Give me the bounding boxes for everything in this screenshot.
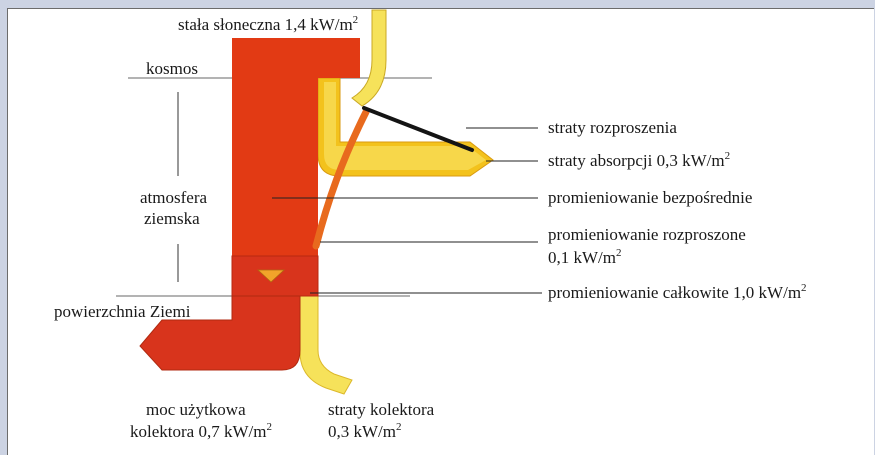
- label-useful-power-line2: kolektora 0,7 kW/m2: [130, 421, 272, 441]
- label-absorption-losses: straty absorpcji 0,3 kW/m2: [548, 150, 730, 170]
- label-solar-constant: stała słoneczna 1,4 kW/m2: [178, 14, 358, 34]
- collector-losses-flow: [300, 290, 352, 394]
- label-earth-surface: powierzchnia Ziemi: [54, 302, 191, 321]
- label-direct-radiation: promieniowanie bezpośrednie: [548, 188, 752, 207]
- label-space: kosmos: [146, 59, 198, 78]
- label-total-radiation: promieniowanie całkowite 1,0 kW/m2: [548, 282, 807, 302]
- label-atmosphere-line1: atmosfera: [140, 188, 207, 207]
- label-collector-losses-line2: 0,3 kW/m2: [328, 421, 402, 441]
- label-collector-losses-line1: straty kolektora: [328, 400, 435, 419]
- label-useful-power-line1: moc użytkowa: [146, 400, 246, 419]
- label-diffuse-radiation-line2: 0,1 kW/m2: [548, 247, 622, 267]
- label-scatter-losses: straty rozproszenia: [548, 118, 677, 137]
- label-atmosphere-line2: ziemska: [144, 209, 200, 228]
- label-diffuse-radiation-line1: promieniowanie rozproszone: [548, 225, 746, 244]
